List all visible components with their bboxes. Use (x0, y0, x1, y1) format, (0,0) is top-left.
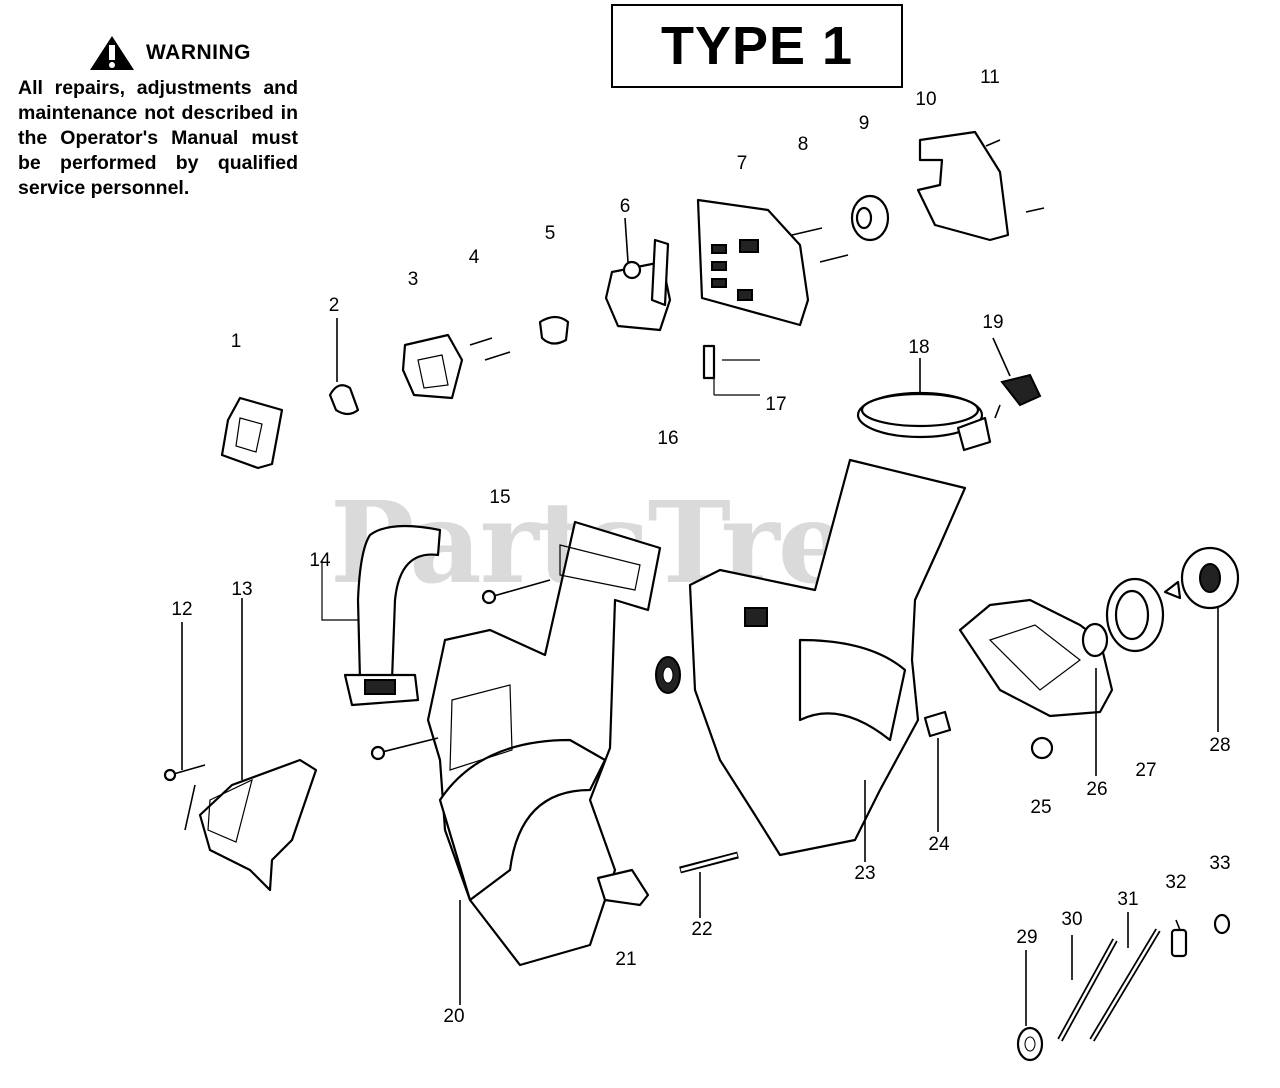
part-28-impeller (1163, 546, 1240, 732)
callout-10: 10 (915, 89, 937, 110)
part-fan (655, 656, 681, 694)
callout-33: 33 (1209, 853, 1231, 874)
callout-21: 21 (615, 949, 637, 970)
callout-27: 27 (1135, 760, 1157, 781)
part-31-tube (1089, 912, 1161, 1042)
part-20-housing-left (370, 520, 662, 1005)
callout-29: 29 (1016, 927, 1038, 948)
callout-23: 23 (854, 863, 876, 884)
warning-notice: WARNING All repairs, adjustments and mai… (14, 34, 298, 201)
callout-13: 13 (231, 579, 253, 600)
part-17-clip (702, 344, 760, 396)
callout-4: 4 (468, 247, 480, 268)
callout-22: 22 (691, 919, 713, 940)
callout-28: 28 (1209, 735, 1231, 756)
part-33 (1213, 913, 1231, 935)
warning-triangle-icon (90, 36, 134, 70)
part-30-tube (1057, 935, 1118, 1042)
callout-11: 11 (980, 67, 1000, 88)
callout-18: 18 (908, 337, 930, 358)
part-25 (1030, 736, 1054, 760)
callout-2: 2 (328, 295, 340, 316)
part-15-screw (481, 579, 551, 605)
part-5 (538, 315, 570, 345)
callout-26: 26 (1086, 779, 1108, 800)
callout-25: 25 (1030, 797, 1052, 818)
part-24 (923, 710, 952, 832)
part-7-cover (696, 198, 849, 327)
callout-32: 32 (1165, 872, 1187, 893)
part-26-nozzle (958, 598, 1114, 776)
callout-7: 7 (736, 153, 748, 174)
callout-8: 8 (797, 134, 809, 155)
callout-19: 19 (982, 312, 1004, 333)
part-1-gasket (220, 396, 284, 470)
callout-9: 9 (858, 113, 870, 134)
part-32-filter (1170, 919, 1188, 958)
part-29-washer (1016, 950, 1044, 1062)
callout-6: 6 (619, 196, 631, 217)
part-9-spacer (850, 194, 890, 242)
part-13-cylinder-cover (198, 598, 318, 892)
warning-title: WARNING (146, 41, 251, 64)
callout-1: 1 (230, 331, 242, 352)
callout-31: 31 (1117, 889, 1139, 910)
part-12-screw (163, 622, 206, 831)
callout-3: 3 (407, 269, 419, 290)
callout-30: 30 (1061, 909, 1083, 930)
callout-12: 12 (171, 599, 193, 620)
warning-text: All repairs, adjustments and maintenance… (18, 77, 298, 199)
callout-16: 16 (657, 428, 679, 449)
callout-14: 14 (309, 550, 331, 571)
part-10-bracket (916, 130, 1045, 242)
type-label: TYPE 1 (660, 16, 854, 76)
part-6-carburetor (604, 217, 672, 332)
part-3-spacer (401, 333, 511, 400)
part-22-pin (679, 851, 739, 918)
part-23-housing-right (688, 458, 967, 862)
type-label-box: TYPE 1 (611, 4, 903, 88)
part-14-handle (321, 524, 442, 707)
part-21-clip (596, 868, 650, 907)
callout-17: 17 (765, 394, 787, 415)
part-2 (328, 318, 360, 416)
callout-24: 24 (928, 834, 950, 855)
warning-header: WARNING (88, 34, 298, 72)
callout-5: 5 (544, 223, 556, 244)
part-18-clamp (856, 358, 992, 452)
part-19-knob (992, 337, 1042, 419)
callout-20: 20 (443, 1006, 465, 1027)
callout-15: 15 (489, 487, 511, 508)
part-27-ring (1105, 577, 1165, 653)
